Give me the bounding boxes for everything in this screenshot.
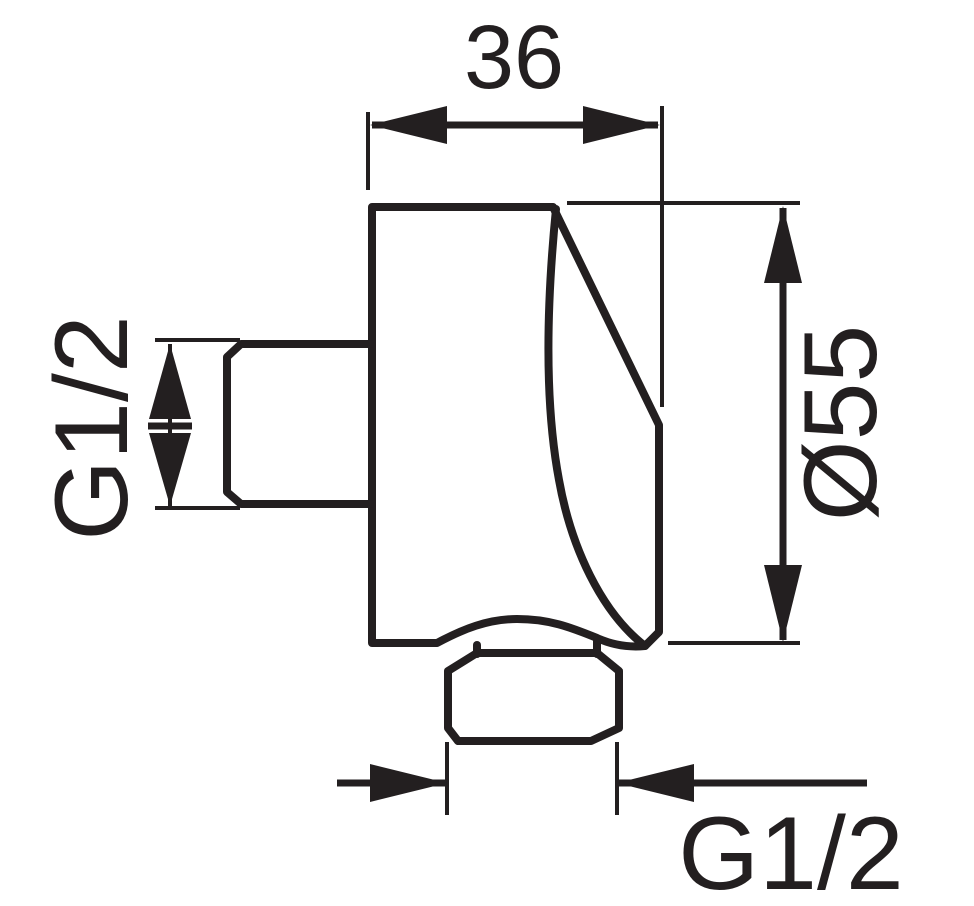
elbow-face-curve [544, 205, 649, 650]
arrowhead-up-icon [764, 206, 802, 283]
dimension-label-width: 36 [464, 8, 564, 108]
dimension-body-width: 36 [366, 8, 664, 407]
elbow-body-outline [368, 203, 663, 651]
dimension-inlet-thread: G1/2 [34, 315, 240, 541]
dimension-label-diameter: Ø55 [783, 325, 899, 522]
part-views [223, 203, 663, 745]
dimension-outlet-thread: G1/2 [337, 742, 904, 906]
arrowhead-right-icon [370, 764, 447, 802]
inlet-port-outline [223, 340, 374, 508]
outlet-nut-outline [444, 649, 623, 745]
arrowhead-up-icon [149, 344, 191, 419]
dimension-label-outlet-thread: G1/2 [678, 796, 903, 906]
dimension-body-diameter: Ø55 [567, 201, 899, 645]
arrowhead-left-icon [617, 764, 694, 802]
arrowhead-right-icon [583, 106, 660, 144]
arrowhead-down-icon [149, 433, 191, 506]
arrowhead-left-icon [370, 106, 447, 144]
dimension-label-inlet-thread: G1/2 [34, 315, 150, 540]
arrowhead-down-icon [764, 565, 802, 642]
